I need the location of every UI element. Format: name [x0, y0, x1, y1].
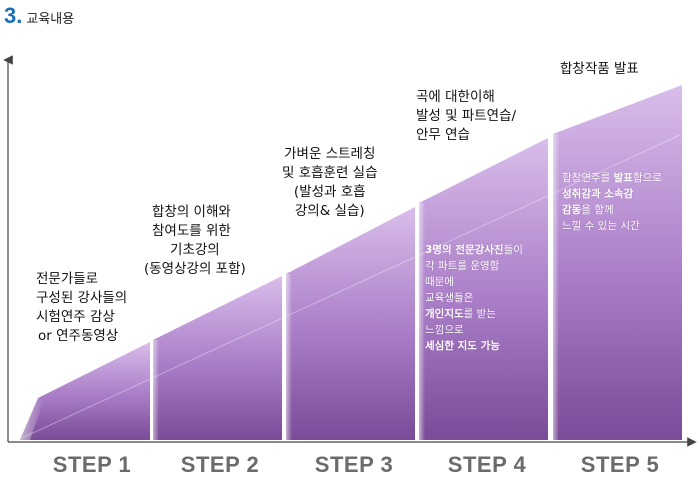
step-1-highlight	[20, 398, 44, 440]
step-2-caption: 합창의 이해와 참여도를 위한 기초강의 (동영상강의 포함)	[144, 204, 246, 277]
step-5-inner-text: 합창연주를 발표함으로 성취감과 소속감 감동을 함께 느낄 수 있는 시간	[562, 172, 662, 232]
step-3-label: STEP 3	[314, 452, 394, 477]
section-number: 3.	[4, 3, 23, 28]
step-3-highlight	[286, 274, 292, 440]
step-1-label: STEP 1	[52, 452, 132, 477]
step-5-caption: 합창작품 발표	[560, 61, 639, 77]
step-4-highlight	[419, 203, 425, 440]
step-2-highlight	[153, 340, 159, 440]
step-1-bar	[20, 342, 150, 440]
ramp-sheen	[21, 134, 681, 439]
step-4-inner-text: 3명의 전문강사진들이 각 파트를 운영함 때문에 교육생들은 개인지도를 받는…	[425, 244, 523, 352]
step-5-label: STEP 5	[580, 452, 660, 477]
section-header: 3. 교육내용	[4, 3, 74, 29]
step-5-highlight	[553, 134, 559, 440]
step-5-bar	[553, 85, 682, 440]
step-2-label: STEP 2	[180, 452, 260, 477]
step-4-bar	[419, 138, 548, 440]
step-4-caption: 곡에 대한이해 발성 및 파트연습/ 안무 연습	[416, 89, 517, 143]
step-3-caption: 가벼운 스트레칭 및 호흡훈련 실습 (발성과 호흡 강의& 실습)	[282, 146, 378, 219]
step-2-bar	[153, 276, 282, 440]
step-4-label: STEP 4	[447, 452, 527, 477]
step-1-caption: 전문가들로 구성된 강사들의 시험연주 감상 or 연주동영상	[36, 271, 128, 344]
step-3-bar	[286, 207, 415, 440]
section-title: 교육내용	[26, 12, 75, 27]
